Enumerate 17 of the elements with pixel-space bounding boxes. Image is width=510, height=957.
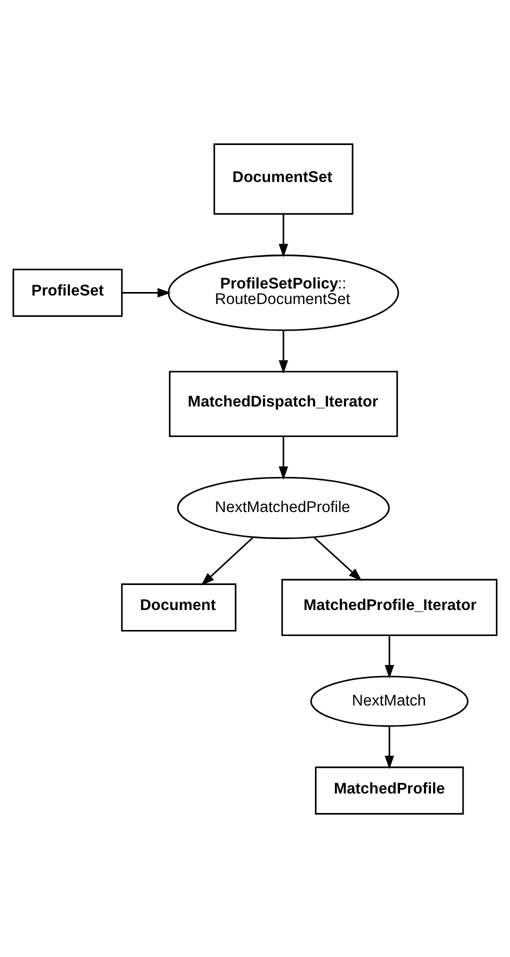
arrow: [200, 536, 254, 586]
node-box: Document: [121, 582, 236, 631]
node-ellipse: NextMatch: [310, 675, 469, 726]
arrow: [384, 726, 394, 769]
node-box: MatchedDispatch_Iterator: [168, 370, 398, 436]
node-box: MatchedProfile_Iterator: [281, 578, 498, 636]
arrow: [384, 635, 394, 678]
node-ellipse: NextMatchedProfile: [177, 476, 390, 539]
arrow: [278, 330, 288, 374]
node-ellipse: ProfileSetPolicy:: RouteDocumentSet: [168, 254, 400, 331]
arrow: [278, 214, 288, 257]
arrow: [122, 288, 171, 297]
node-box: DocumentSet: [214, 142, 354, 214]
arrow: [278, 436, 288, 480]
node-box: MatchedProfile: [314, 766, 464, 814]
arrow: [314, 536, 362, 581]
node-box: ProfileSet: [12, 268, 123, 316]
